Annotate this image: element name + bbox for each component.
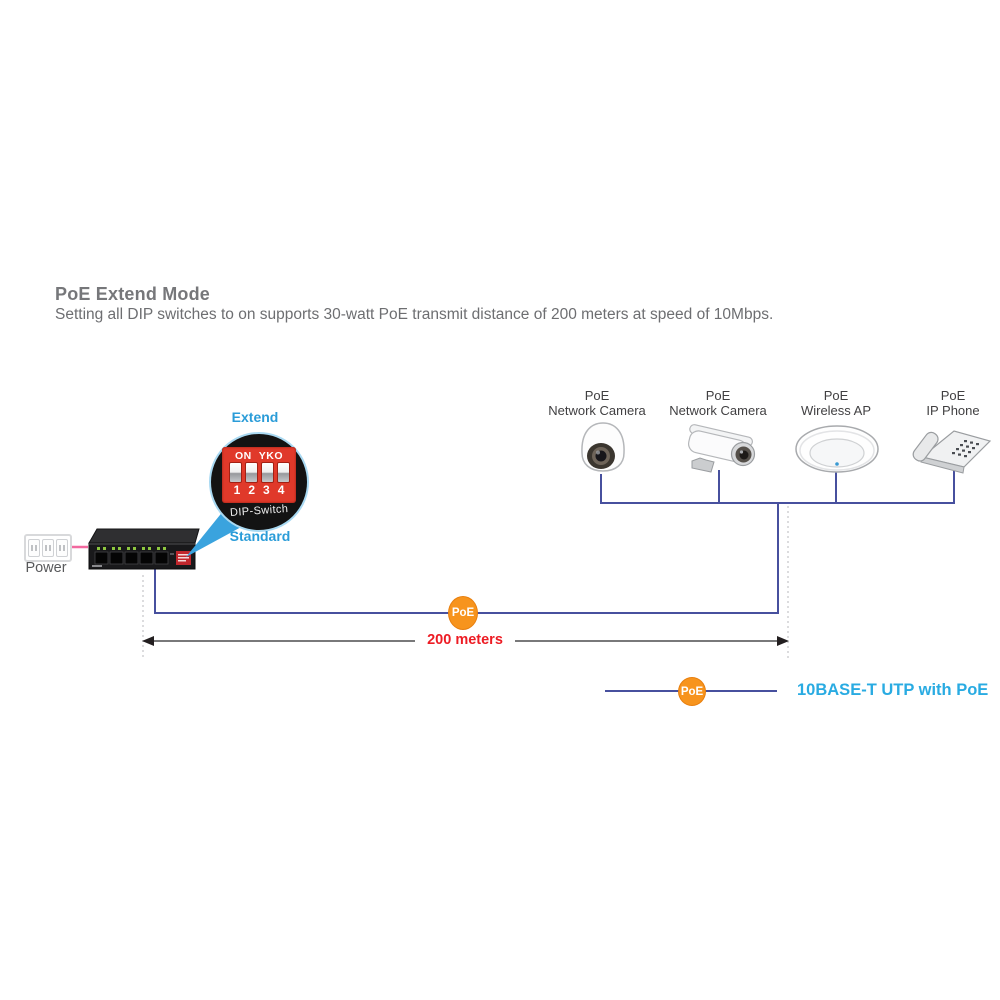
device-label-line1: PoE (584, 388, 610, 403)
dip-slider-4 (277, 463, 289, 482)
extend-mode-label: Extend (231, 409, 279, 425)
power-outlet-icon (24, 534, 72, 562)
outlet-socket-1 (28, 539, 40, 557)
page-title: PoE Extend Mode (55, 284, 211, 304)
ip-phone-icon (912, 430, 992, 474)
distance-label: 200 meters (415, 632, 515, 648)
device-label-line2: Wireless AP (800, 403, 872, 418)
poe-switch-icon (88, 528, 200, 570)
device-label-dome-camera: PoE Network Camera (538, 388, 656, 418)
outlet-socket-2 (42, 539, 54, 557)
dip-switch-caption: DIP-Switch (229, 502, 289, 520)
outlet-socket-3 (56, 539, 68, 557)
dip-brand-label: YKO (258, 450, 283, 462)
bullet-camera-icon (687, 424, 756, 473)
device-label-line1: PoE (940, 388, 966, 403)
switch-ports (94, 547, 169, 565)
dome-camera-icon (581, 422, 625, 472)
dip-switch-block: ON YKO 1 2 3 4 (222, 447, 296, 503)
phone-keypad (952, 440, 979, 458)
device-label-ip-phone: PoE IP Phone (897, 388, 1000, 418)
dip-on-label: ON (234, 450, 252, 462)
dip-num-3: 3 (263, 483, 270, 497)
poe-badge-main: PoE (448, 596, 478, 630)
legend-label: 10BASE-T UTP with PoE (797, 681, 989, 699)
dip-switch-callout: ON YKO 1 2 3 4 DIP-Switch (209, 432, 309, 532)
dip-num-2: 2 (248, 483, 255, 497)
measure-arrow-right (777, 636, 789, 646)
page-subtitle: Setting all DIP switches to on supports … (55, 306, 774, 323)
dip-slider-1 (229, 463, 241, 482)
poe-badge-legend: PoE (678, 677, 706, 706)
dip-slider-3 (261, 463, 273, 482)
phone-handset (912, 431, 939, 462)
measure-arrow-left (142, 636, 154, 646)
power-label: Power (25, 560, 67, 576)
device-label-line2: Network Camera (669, 403, 767, 418)
device-label-line2: IP Phone (926, 403, 980, 418)
dip-slider-2 (245, 463, 257, 482)
dip-num-1: 1 (233, 483, 241, 497)
device-label-line2: Network Camera (548, 403, 646, 418)
standard-mode-label: Standard (229, 528, 291, 544)
device-label-wireless-ap: PoE Wireless AP (778, 388, 894, 418)
dip-sliders (229, 463, 289, 482)
device-label-bullet-camera: PoE Network Camera (658, 388, 778, 418)
device-label-line1: PoE (705, 388, 731, 403)
wireless-ap-icon (795, 425, 879, 473)
dip-position-numbers: 1 2 3 4 (234, 483, 285, 497)
dip-switch-on-row: ON YKO (235, 450, 283, 462)
device-label-line1: PoE (823, 388, 849, 403)
dip-num-4: 4 (277, 483, 285, 497)
